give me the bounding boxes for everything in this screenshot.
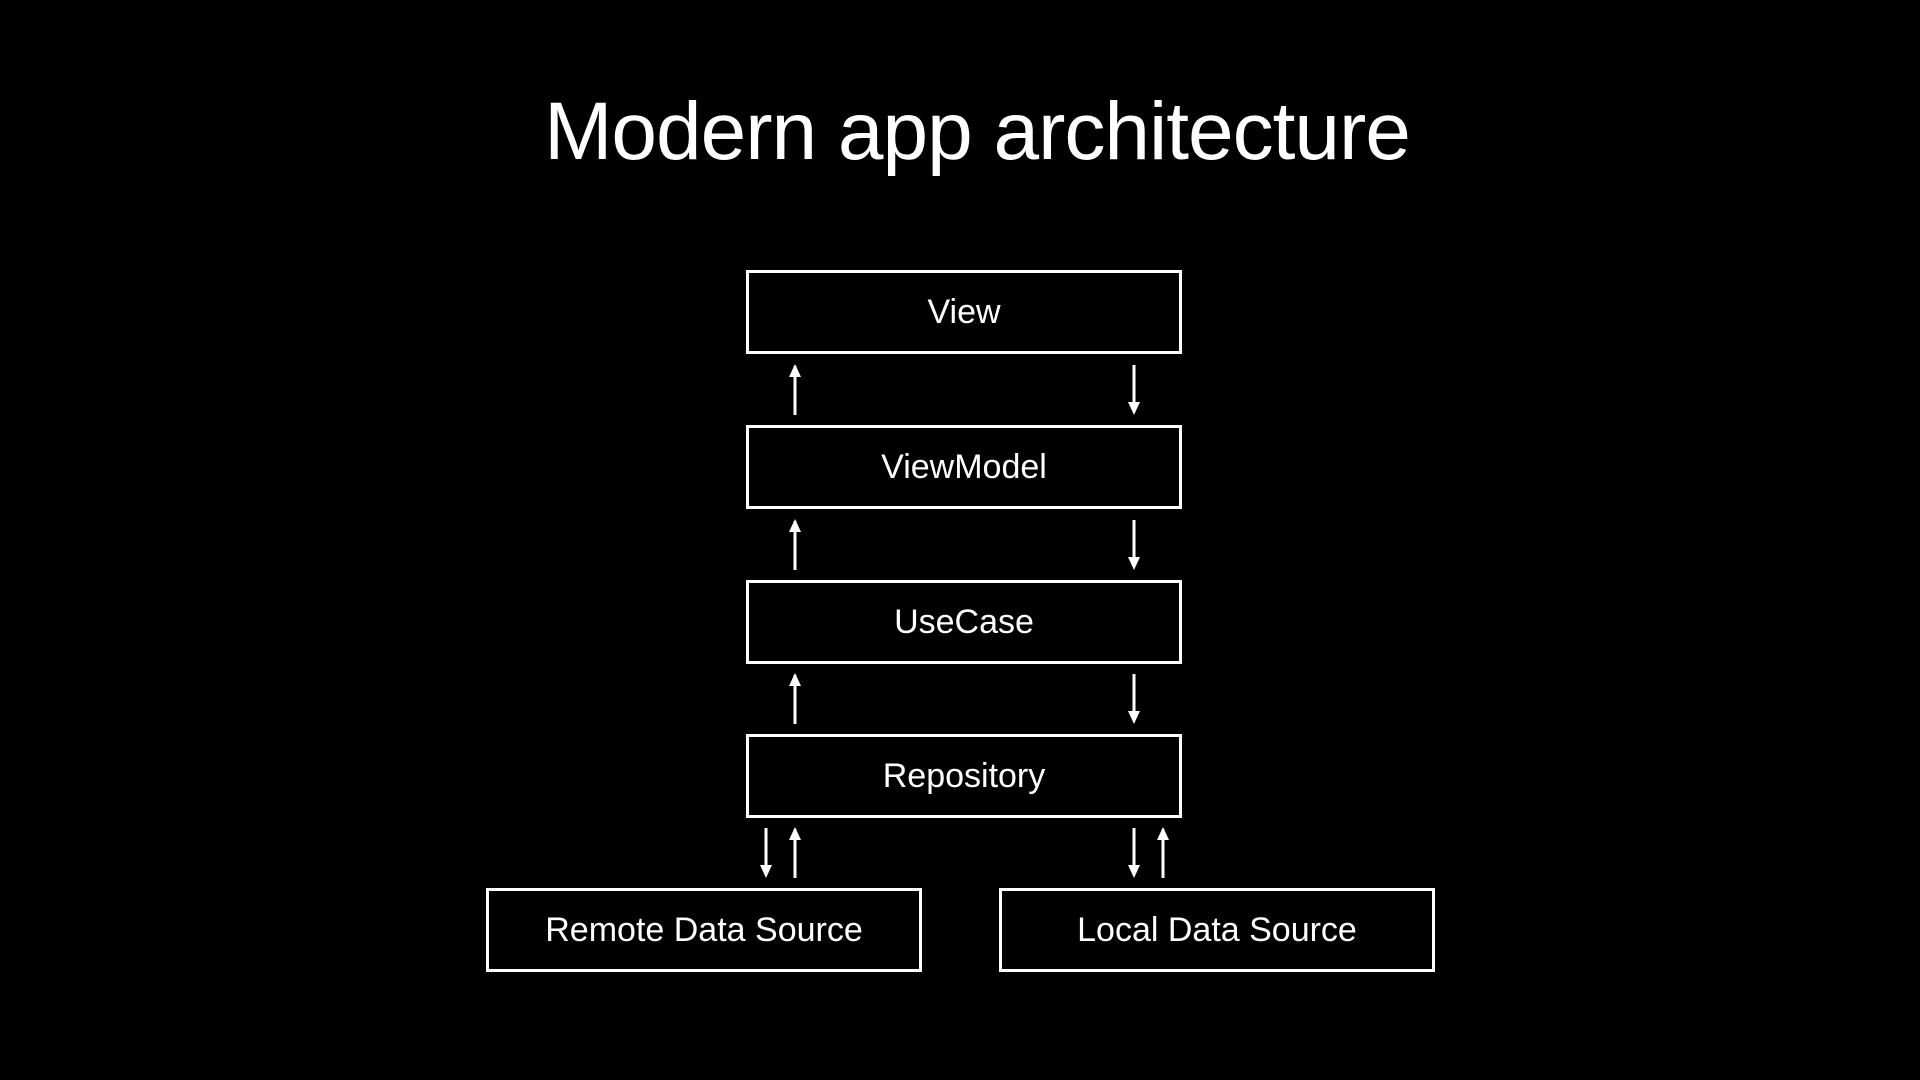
up-arrowhead	[789, 673, 801, 686]
view-box: View	[746, 270, 1182, 354]
down-arrowhead	[760, 865, 772, 878]
usecase-label: UseCase	[894, 602, 1034, 641]
down-arrowhead	[1128, 711, 1140, 724]
view-viewmodel-arrows	[789, 364, 1140, 415]
viewmodel-label: ViewModel	[881, 447, 1047, 486]
up-arrowhead	[789, 364, 801, 377]
local-data-source-box: Local Data Source	[999, 888, 1435, 972]
repository-remote-arrows	[760, 827, 801, 878]
usecase-repository-arrows	[789, 673, 1140, 724]
up-arrowhead	[1157, 827, 1169, 840]
up-arrowhead	[789, 519, 801, 532]
down-arrowhead	[1128, 557, 1140, 570]
local-data-source-label: Local Data Source	[1077, 910, 1357, 949]
down-arrowhead	[1128, 865, 1140, 878]
view-label: View	[927, 292, 1001, 331]
down-arrowhead	[1128, 402, 1140, 415]
remote-data-source-label: Remote Data Source	[545, 910, 863, 949]
repository-box: Repository	[746, 734, 1182, 818]
usecase-box: UseCase	[746, 580, 1182, 664]
up-arrowhead	[789, 827, 801, 840]
viewmodel-usecase-arrows	[789, 519, 1140, 570]
viewmodel-box: ViewModel	[746, 425, 1182, 509]
slide-title: Modern app architecture	[544, 86, 1411, 177]
repository-local-arrows	[1128, 827, 1169, 878]
remote-data-source-box: Remote Data Source	[486, 888, 922, 972]
repository-label: Repository	[882, 756, 1046, 795]
